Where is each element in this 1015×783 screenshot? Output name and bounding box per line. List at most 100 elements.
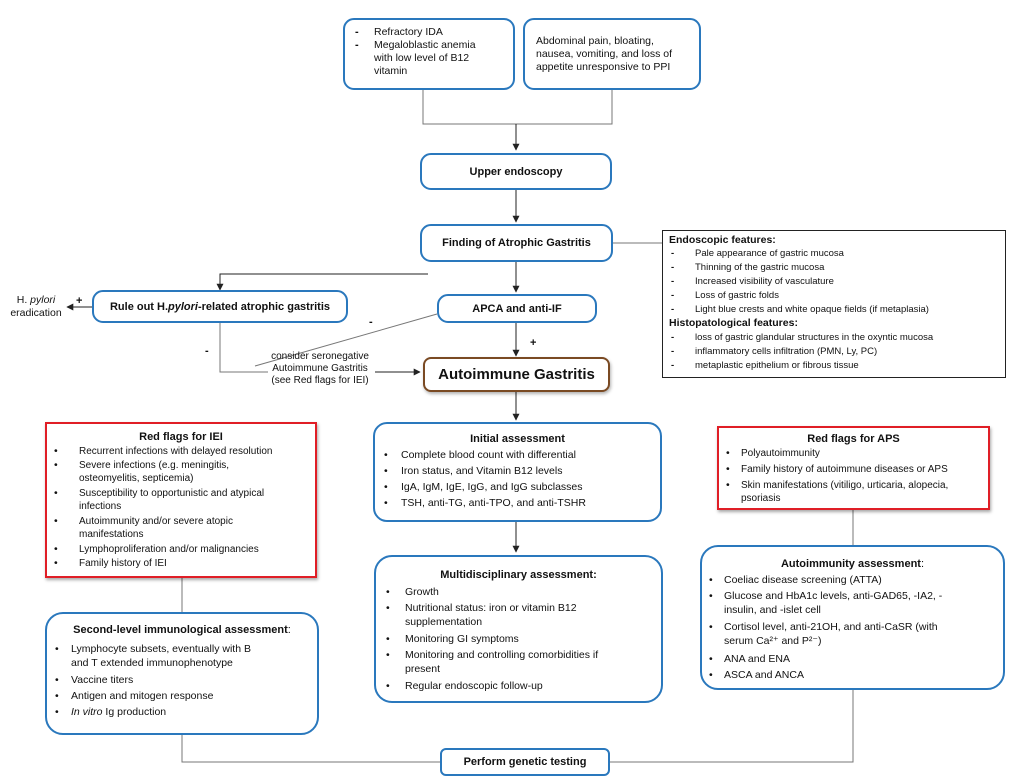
initial-assessment-box: Initial assessment • Complete blood coun… <box>373 422 662 522</box>
bullet-marker: • <box>709 574 713 586</box>
bullet-marker: • <box>386 680 390 692</box>
dash-marker: - <box>671 346 675 357</box>
bullet-marker: • <box>709 669 713 681</box>
iei-flag-line: Recurrent infections with delayed resolu… <box>79 446 273 457</box>
bullet-marker: • <box>709 590 713 602</box>
autoimmunity-line: ANA and ENA <box>724 653 790 665</box>
iei-flag-line: Family history of IEI <box>79 558 167 569</box>
seronegative-text-1: consider seronegative <box>271 351 369 362</box>
multidisciplinary-line: Nutritional status: iron or vitamin B12 <box>405 602 577 614</box>
histo-feature-item: metaplastic epithelium or fibrous tissue <box>695 360 859 371</box>
endo-feature-item: Pale appearance of gastric mucosa <box>695 248 844 259</box>
hpylori-eradication-label: H. pylori eradication <box>6 294 66 320</box>
bullet-marker: • <box>386 602 390 614</box>
eradication-text-2: eradication <box>10 307 62 319</box>
dash-marker: - <box>355 39 359 51</box>
bullet-marker: • <box>54 543 58 555</box>
dash-marker: - <box>671 360 675 371</box>
endoscopic-features-panel: Endoscopic features: - Pale appearance o… <box>662 230 1006 378</box>
in-vitro-text: In vitro <box>71 706 103 718</box>
gi-symptoms-text-3: appetite unresponsive to PPI <box>536 61 671 73</box>
presenting-gi-symptoms-box: Abdominal pain, bloating, nausea, vomiti… <box>523 18 701 90</box>
dash-marker: - <box>671 262 675 273</box>
bullet-marker: • <box>54 459 58 471</box>
autoimmune-gastritis-box: Autoimmune Gastritis <box>423 357 610 392</box>
dash-marker: - <box>355 26 359 38</box>
bullet-marker: • <box>386 586 390 598</box>
autoimmunity-line: ASCA and ANCA <box>724 669 804 681</box>
endo-feature-item: Light blue crests and white opaque field… <box>695 304 929 315</box>
bullet-marker: • <box>384 465 388 477</box>
endo-feature-item: Increased visibility of vasculature <box>695 276 834 287</box>
ig-production-text: Ig production <box>102 706 167 718</box>
second-level-title-text: Second-level immunological assessment <box>73 624 288 636</box>
megaloblastic-text-1: Megaloblastic anemia <box>374 39 476 51</box>
second-level-line: Vaccine titers <box>71 674 134 686</box>
initial-assessment-item: Complete blood count with differential <box>401 449 576 461</box>
endo-feature-item: Loss of gastric folds <box>695 290 779 301</box>
minus-sign: - <box>205 345 209 357</box>
second-level-title-colon: : <box>287 624 291 636</box>
autoimmunity-line: Glucose and HbA1c levels, anti-GAD65, -I… <box>724 590 943 602</box>
aps-flag-line: psoriasis <box>741 493 781 504</box>
bullet-marker: • <box>726 447 730 459</box>
bullet-marker: • <box>384 481 388 493</box>
dash-marker: - <box>671 290 675 301</box>
second-level-line: and T extended immunophenotype <box>71 657 233 669</box>
multidisciplinary-line: Growth <box>405 586 439 598</box>
atrophic-gastritis-box: Finding of Atrophic Gastritis <box>420 224 613 262</box>
multidisciplinary-line: Monitoring GI symptoms <box>405 633 519 645</box>
iei-flag-line: infections <box>79 501 122 512</box>
second-level-line-last: In vitro Ig production <box>71 706 166 719</box>
red-flags-iei-title: Red flags for IEI <box>139 431 223 443</box>
red-flags-aps-box: Red flags for APS • Polyautoimmunity • F… <box>717 426 990 510</box>
histopathological-features-heading: Histopatological features: <box>669 317 798 329</box>
rule-out-hpylori-box: Rule out H. pylori-related atrophic gast… <box>92 290 348 323</box>
seronegative-note: consider seronegative Autoimmune Gastrit… <box>263 351 377 387</box>
bullet-marker: • <box>709 621 713 633</box>
multidisciplinary-line: Monitoring and controlling comorbidities… <box>405 649 599 661</box>
autoimmunity-line: Cortisol level, anti-21OH, and anti-CaSR… <box>724 621 938 633</box>
bullet-marker: • <box>726 463 730 475</box>
iei-flag-line: Susceptibility to opportunistic and atyp… <box>79 488 265 499</box>
seronegative-text-2: Autoimmune Gastritis <box>272 363 368 374</box>
histo-feature-item: inflammatory cells infiltration (PMN, Ly… <box>695 346 878 357</box>
bullet-marker: • <box>55 706 59 718</box>
iei-flag-line: Severe infections (e.g. meningitis, <box>79 460 230 471</box>
refractory-ida-text: Refractory IDA <box>374 26 443 38</box>
bullet-marker: • <box>55 643 59 655</box>
multidisciplinary-line: present <box>405 663 441 675</box>
autoimmunity-line: serum Ca²⁺ and P²⁻) <box>724 635 822 647</box>
multidisciplinary-title: Multidisciplinary assessment: <box>440 569 597 581</box>
gi-symptoms-text-1: Abdominal pain, bloating, <box>536 35 654 47</box>
eradication-text-1a: H. <box>16 294 31 306</box>
endoscopic-features-heading: Endoscopic features: <box>669 234 776 246</box>
autoimmunity-line: insulin, and -islet cell <box>724 604 821 616</box>
rule-out-text-3: -related atrophic gastritis <box>197 300 331 313</box>
autoimmunity-line: Coeliac disease screening (ATTA) <box>724 574 882 586</box>
bullet-marker: • <box>384 497 388 509</box>
initial-assessment-title: Initial assessment <box>470 433 565 445</box>
autoimmunity-title: Autoimmunity assessment: <box>702 558 1003 571</box>
bullet-marker: • <box>54 445 58 457</box>
bullet-marker: • <box>386 633 390 645</box>
plus-sign: + <box>76 295 83 307</box>
multidisciplinary-line: Regular endoscopic follow-up <box>405 680 543 692</box>
iei-flag-line: osteomyelitis, septicemia) <box>79 473 194 484</box>
megaloblastic-text-3: vitamin <box>374 65 408 77</box>
second-level-immunological-box: Second-level immunological assessment: •… <box>45 612 319 735</box>
second-level-line: Antigen and mitogen response <box>71 690 214 702</box>
minus-sign: - <box>369 316 373 328</box>
autoimmunity-title-colon: : <box>920 558 925 570</box>
initial-assessment-item: TSH, anti-TG, anti-TPO, and anti-TSHR <box>401 497 586 509</box>
histo-feature-item: loss of gastric glandular structures in … <box>695 332 934 343</box>
aps-flag-line: Family history of autoimmune diseases or… <box>741 464 948 475</box>
bullet-marker: • <box>386 649 390 661</box>
bullet-marker: • <box>54 487 58 499</box>
bullet-marker: • <box>726 479 730 491</box>
initial-assessment-item: IgA, IgM, IgE, IgG, and IgG subclasses <box>401 481 583 493</box>
apca-anti-if-box: APCA and anti-IF <box>437 294 597 323</box>
genetic-testing-box: Perform genetic testing <box>440 748 610 776</box>
megaloblastic-text-2: with low level of B12 <box>374 52 470 64</box>
